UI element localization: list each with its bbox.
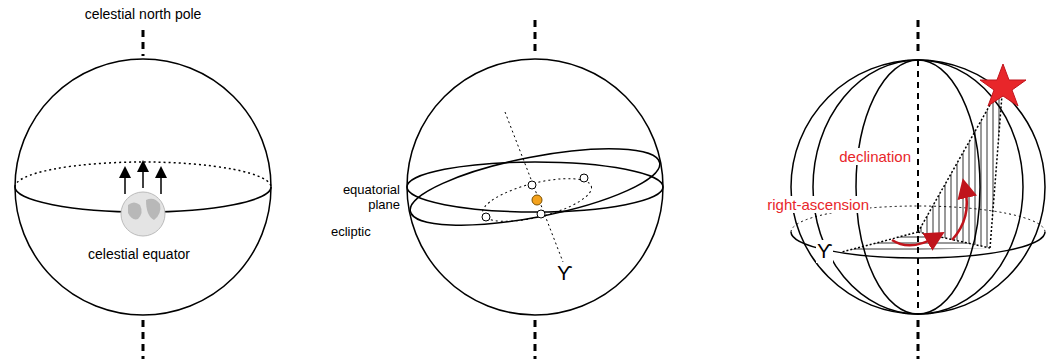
plane-label: ecliptic — [330, 224, 372, 239]
panel-two — [405, 20, 666, 359]
vernal-equinox-symbol: ϒ — [816, 240, 833, 263]
circle-label: celestial equator — [87, 246, 191, 262]
panel-three — [791, 20, 1045, 359]
angle-label: declination — [838, 148, 912, 165]
angle-label: right-ascension — [766, 196, 870, 213]
plane-label: equatorial plane — [329, 182, 401, 212]
panel-one — [15, 30, 271, 359]
vernal-equinox-symbol: ϒ — [556, 262, 573, 285]
axis-label: celestial north pole — [84, 6, 203, 22]
